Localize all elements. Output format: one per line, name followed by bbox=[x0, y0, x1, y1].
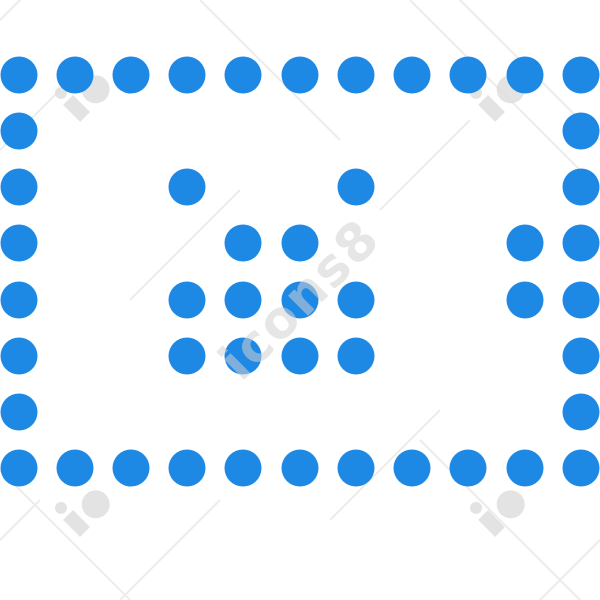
dot bbox=[281, 224, 319, 262]
dot bbox=[337, 56, 375, 94]
dot bbox=[0, 281, 38, 319]
watermark-stripe bbox=[119, 499, 221, 600]
dot bbox=[224, 337, 262, 375]
dot bbox=[56, 449, 94, 487]
dot bbox=[281, 281, 319, 319]
dot bbox=[0, 56, 38, 94]
dot bbox=[506, 281, 544, 319]
dot bbox=[281, 56, 319, 94]
dot bbox=[0, 393, 38, 431]
dot bbox=[0, 224, 38, 262]
dot bbox=[562, 449, 600, 487]
dot bbox=[112, 56, 150, 94]
dot bbox=[56, 56, 94, 94]
dot bbox=[562, 393, 600, 431]
watermark-stripe bbox=[199, 0, 341, 141]
watermark-stripe bbox=[0, 469, 131, 600]
dot bbox=[224, 281, 262, 319]
dot bbox=[168, 337, 206, 375]
watermark-stripe bbox=[0, 0, 22, 21]
dot bbox=[168, 449, 206, 487]
dot bbox=[562, 168, 600, 206]
dot bbox=[168, 168, 206, 206]
dot bbox=[337, 449, 375, 487]
dot bbox=[0, 449, 38, 487]
watermark-stripe bbox=[0, 499, 41, 541]
dot bbox=[281, 449, 319, 487]
dot bbox=[393, 449, 431, 487]
dot bbox=[506, 56, 544, 94]
dot bbox=[224, 224, 262, 262]
dot bbox=[449, 56, 487, 94]
dot bbox=[0, 337, 38, 375]
dot bbox=[562, 337, 600, 375]
watermark-stripe bbox=[539, 539, 600, 600]
watermark-logo-icon bbox=[470, 490, 525, 537]
dot bbox=[506, 449, 544, 487]
dot bbox=[337, 281, 375, 319]
dot bbox=[224, 449, 262, 487]
dot bbox=[112, 449, 150, 487]
dot bbox=[281, 337, 319, 375]
dot bbox=[562, 56, 600, 94]
dot bbox=[562, 281, 600, 319]
watermark-stripe bbox=[129, 189, 241, 301]
dot bbox=[0, 168, 38, 206]
dot bbox=[337, 168, 375, 206]
dot bbox=[224, 56, 262, 94]
dot bbox=[393, 56, 431, 94]
dot bbox=[0, 112, 38, 150]
dot bbox=[168, 281, 206, 319]
dot bbox=[506, 224, 544, 262]
watermark-logo-icon bbox=[55, 490, 110, 537]
dot bbox=[449, 449, 487, 487]
watermark-stripe bbox=[329, 409, 441, 521]
watermark-stripe bbox=[379, 119, 471, 211]
dot bbox=[168, 56, 206, 94]
dot bbox=[337, 337, 375, 375]
dot bbox=[562, 112, 600, 150]
dot bbox=[562, 224, 600, 262]
